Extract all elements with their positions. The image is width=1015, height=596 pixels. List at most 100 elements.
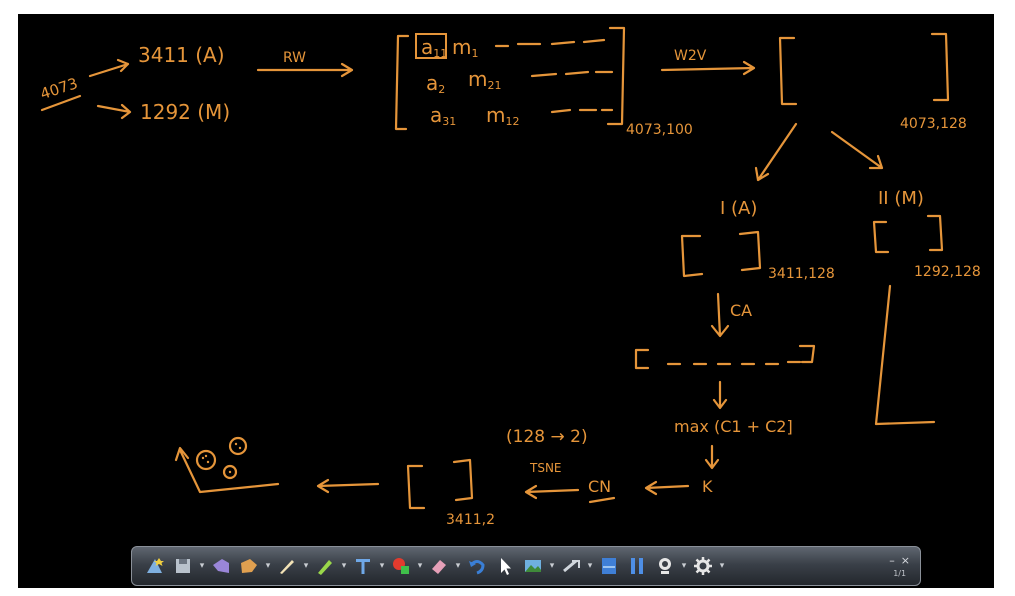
webcam-dropdown[interactable]: ▾ [681, 561, 687, 571]
bracket-left-w2v [778, 36, 798, 106]
underline-cn [588, 496, 616, 504]
bracket-right-out [452, 458, 474, 502]
highlight-a11 [415, 33, 447, 59]
pen-icon [280, 560, 294, 574]
screenshot-button[interactable] [520, 553, 546, 579]
scribble-m [874, 284, 936, 426]
label-rw: RW [283, 50, 306, 66]
dashes-row3 [550, 108, 614, 114]
label-dim-rw: 4073,100 [626, 122, 693, 138]
label-dim-a: 3411,128 [768, 266, 835, 282]
eraser-dropdown[interactable]: ▾ [455, 561, 461, 571]
highlighter-icon [318, 560, 332, 575]
pen-dropdown[interactable]: ▾ [303, 561, 309, 571]
laser-icon [563, 559, 580, 573]
shapes-icon [393, 558, 409, 574]
underline-total [40, 94, 82, 112]
arrow-tsne [524, 484, 580, 500]
whiteboard-canvas[interactable]: 4073 3411 (A) 1292 (M) RW a11 m1 a2 m21 … [18, 14, 994, 588]
close-button[interactable]: × [900, 553, 910, 567]
bracket-right-w2v [930, 32, 950, 102]
label-ca: CA [730, 301, 752, 320]
annotation-toolbar: ▾ ▾ ▾ ▾ ▾ ▾ ▾ ▾ ▾ ▾ ▾ – × 1/1 [131, 546, 921, 586]
svg-text:a31: a31 [430, 103, 456, 128]
arrow-ca [710, 292, 730, 338]
label-cn: CN [588, 477, 611, 496]
minimize-button[interactable]: – [889, 553, 895, 567]
prev-page-button[interactable] [208, 553, 234, 579]
bracket-right-rw [606, 26, 626, 126]
cluster-3 [222, 464, 238, 480]
settings-icon [694, 557, 712, 575]
arrow-to-authors [88, 58, 130, 78]
plot-axes [174, 446, 280, 494]
webcam-button[interactable] [652, 553, 678, 579]
text-dropdown[interactable]: ▾ [379, 561, 385, 571]
arrow-w2v [660, 60, 756, 76]
pointer-button[interactable] [492, 553, 518, 579]
eraser-button[interactable] [426, 553, 452, 579]
save-dropdown[interactable]: ▾ [199, 561, 205, 571]
new-page-icon [147, 558, 164, 573]
pause-button[interactable] [624, 553, 650, 579]
screenshot-icon [525, 560, 541, 572]
label-branch-m: II (M) [878, 188, 924, 209]
arrow-branch-a [754, 122, 798, 182]
label-max: max (C1 + C2] [674, 417, 793, 436]
label-branch-a: I (A) [720, 198, 757, 219]
dashes-ca [666, 360, 802, 366]
undo-button[interactable] [464, 553, 490, 579]
blank-screen-button[interactable] [596, 553, 622, 579]
window-controls: – × 1/1 [889, 555, 910, 578]
page-dropdown[interactable]: ▾ [265, 561, 271, 571]
bracket-left-m [872, 220, 890, 254]
settings-button[interactable] [690, 553, 716, 579]
dashes-row1 [494, 38, 606, 48]
label-meetings: 1292 (M) [140, 100, 230, 124]
arrow-to-meetings [96, 103, 132, 120]
bracket-left-a [680, 234, 704, 278]
eraser-icon [432, 560, 446, 574]
pointer-icon [501, 558, 511, 575]
cluster-1 [195, 449, 217, 471]
laser-dropdown[interactable]: ▾ [587, 561, 593, 571]
new-page-button[interactable] [142, 553, 168, 579]
label-k: K [702, 477, 713, 496]
dashes-row2 [530, 70, 614, 78]
cluster-points [201, 442, 242, 474]
label-tsne: TSNE [529, 461, 562, 475]
screenshot-dropdown[interactable]: ▾ [549, 561, 555, 571]
shapes-dropdown[interactable]: ▾ [417, 561, 423, 571]
arrow-to-plot [316, 478, 380, 494]
label-dim-w2v: 4073,128 [900, 116, 967, 132]
arrow-branch-m [830, 130, 884, 170]
highlighter-dropdown[interactable]: ▾ [341, 561, 347, 571]
undo-icon [469, 560, 485, 575]
pen-button[interactable] [274, 553, 300, 579]
label-authors: 3411 (A) [138, 43, 225, 67]
text-tool-icon [356, 559, 370, 574]
handwritten-diagram: 4073 3411 (A) 1292 (M) RW a11 m1 a2 m21 … [38, 26, 981, 528]
save-icon [176, 559, 190, 573]
shapes-button[interactable] [388, 553, 414, 579]
svg-text:m12: m12 [486, 103, 519, 128]
settings-dropdown[interactable]: ▾ [719, 561, 725, 571]
text-tool-button[interactable] [350, 553, 376, 579]
next-page-button[interactable] [236, 553, 262, 579]
save-button[interactable] [170, 553, 196, 579]
bracket-left-ca [634, 348, 650, 370]
arrow-rw [256, 62, 354, 78]
laser-button[interactable] [558, 553, 584, 579]
bracket-right-a [738, 230, 762, 272]
label-dim-out: 3411,2 [446, 512, 495, 528]
svg-text:m1: m1 [452, 35, 478, 60]
pause-icon [631, 558, 643, 574]
svg-text:a11: a11 [421, 35, 447, 60]
arrow-k [704, 444, 720, 470]
arrow-k-to-cn [644, 480, 690, 496]
prev-page-icon [213, 559, 229, 573]
arrow-max [712, 380, 728, 410]
highlighter-button[interactable] [312, 553, 338, 579]
webcam-icon [659, 558, 671, 574]
label-tsne-dim: (128 → 2) [506, 427, 588, 447]
